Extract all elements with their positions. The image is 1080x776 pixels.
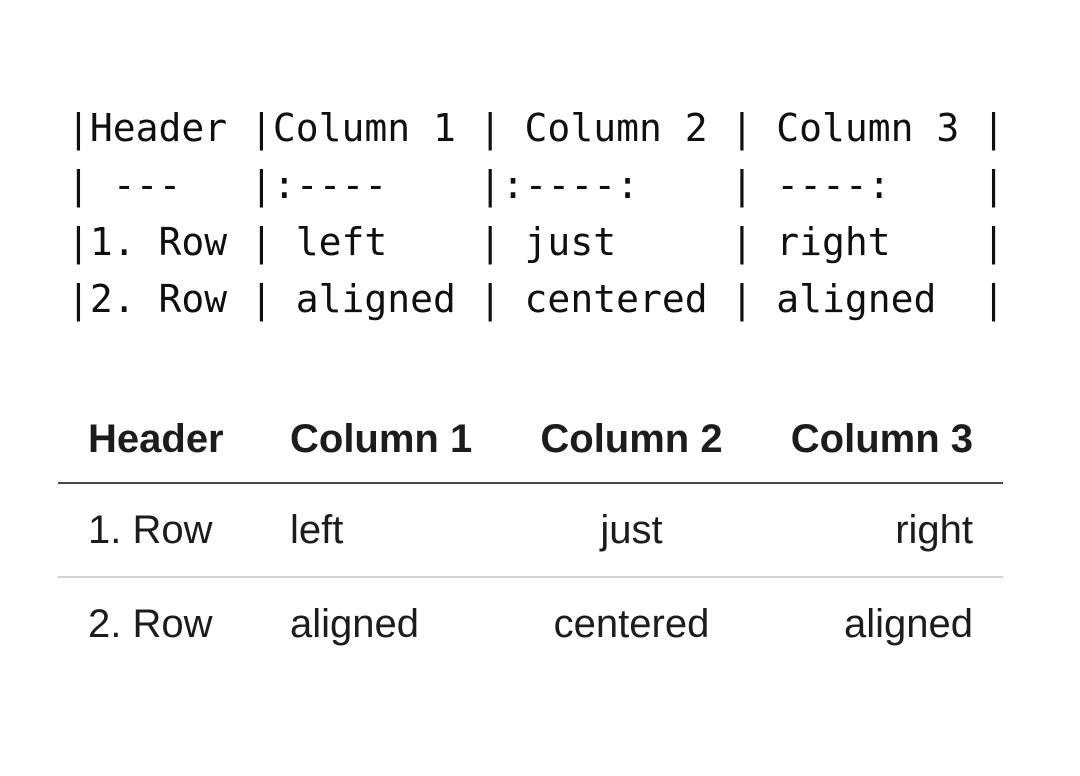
code-line: |1. Row | left | just | right | <box>67 220 1005 264</box>
markdown-source-code-block: |Header |Column 1 | Column 2 | Column 3 … <box>67 100 1005 328</box>
header-cell-header: Header <box>58 396 260 484</box>
header-cell-column-2: Column 2 <box>508 396 755 484</box>
table-row: 1. Row left just right <box>58 483 1003 578</box>
code-line: |2. Row | aligned | centered | aligned | <box>67 277 1005 321</box>
header-cell-column-1: Column 1 <box>260 396 508 484</box>
table-header-row: Header Column 1 Column 2 Column 3 <box>58 396 1003 484</box>
header-cell-column-3: Column 3 <box>755 396 1003 484</box>
table-cell: 2. Row <box>88 601 213 646</box>
rendered-markdown-table: Header Column 1 Column 2 Column 3 1. Row… <box>58 396 1003 670</box>
table-cell: aligned <box>843 601 973 646</box>
table-cell: aligned <box>290 601 420 646</box>
table-cell: centered <box>553 601 710 646</box>
table-cell: right <box>755 483 1003 578</box>
code-line: |Header |Column 1 | Column 2 | Column 3 … <box>67 106 1005 150</box>
code-line: | --- |:---- |:----: | ----: | <box>67 163 1005 207</box>
table-cell: 1. Row <box>58 483 260 578</box>
table-cell: left <box>260 483 508 578</box>
table-row: 2. Row aligned centered aligned <box>58 577 1003 670</box>
table-cell: just <box>508 483 755 578</box>
